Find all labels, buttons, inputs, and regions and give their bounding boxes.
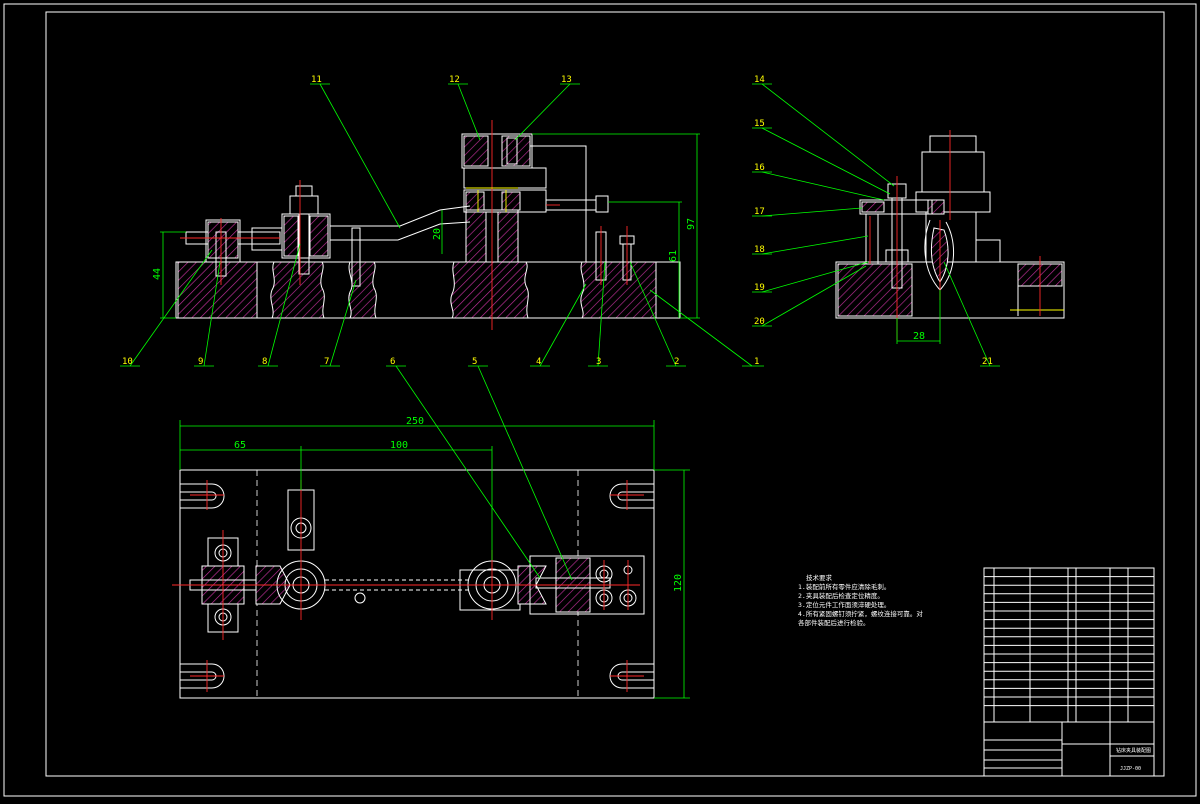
notes-line-5: 各部件装配后进行检验。 (798, 618, 870, 627)
label-12: 12 (449, 75, 460, 85)
dim-44: 44 (152, 268, 163, 280)
label-15: 15 (754, 119, 765, 129)
dim-120: 120 (673, 574, 684, 592)
dim-97: 97 (686, 218, 697, 230)
dim-61: 61 (668, 250, 679, 262)
technical-notes: 技术要求 1.装配前所有零件应清除毛刺。 2.夹具装配后检查定位精度。 3.定位… (798, 573, 923, 627)
label-20: 20 (754, 317, 765, 327)
dim-65: 65 (234, 440, 246, 451)
label-6: 6 (390, 357, 395, 367)
dim-20: 20 (432, 228, 443, 240)
label-18: 18 (754, 245, 765, 255)
drawing-number: JJZP-00 (1120, 766, 1141, 772)
label-17: 17 (754, 207, 765, 217)
label-13: 13 (561, 75, 572, 85)
title-block: 钻床夹具装配图 JJZP-00 (983, 567, 1155, 777)
label-5: 5 (472, 357, 477, 367)
label-8: 8 (262, 357, 267, 367)
notes-title: 技术要求 (806, 573, 833, 582)
label-3: 3 (596, 357, 601, 367)
label-9: 9 (198, 357, 203, 367)
label-10: 10 (122, 357, 133, 367)
label-19: 19 (754, 283, 765, 293)
dim-100: 100 (390, 440, 408, 451)
notes-line-2: 2.夹具装配后检查定位精度。 (798, 591, 884, 600)
drawing-name: 钻床夹具装配图 (1116, 747, 1151, 754)
dim-28: 28 (913, 331, 925, 342)
label-1: 1 (754, 357, 759, 367)
front-view: 97 61 44 20 11 12 13 1 2 3 4 7 (120, 75, 764, 367)
label-2: 2 (674, 357, 679, 367)
inner-border (45, 11, 1165, 777)
dim-250: 250 (406, 416, 424, 427)
label-7: 7 (324, 357, 329, 367)
label-21: 21 (982, 357, 993, 367)
notes-line-1: 1.装配前所有零件应清除毛刺。 (798, 582, 890, 591)
outer-border (3, 3, 1197, 797)
notes-line-3: 3.定位元件工作面须淬硬处理。 (798, 600, 890, 609)
label-16: 16 (754, 163, 765, 173)
label-4: 4 (536, 357, 541, 367)
label-11: 11 (311, 75, 322, 85)
side-view: 28 14 15 16 17 18 19 20 21 (752, 75, 1065, 367)
plan-view: 250 65 100 120 6 5 (172, 357, 690, 699)
label-14: 14 (754, 75, 765, 85)
notes-line-4: 4.所有紧固螺钉须拧紧，螺纹连接可靠。对 (798, 609, 923, 618)
